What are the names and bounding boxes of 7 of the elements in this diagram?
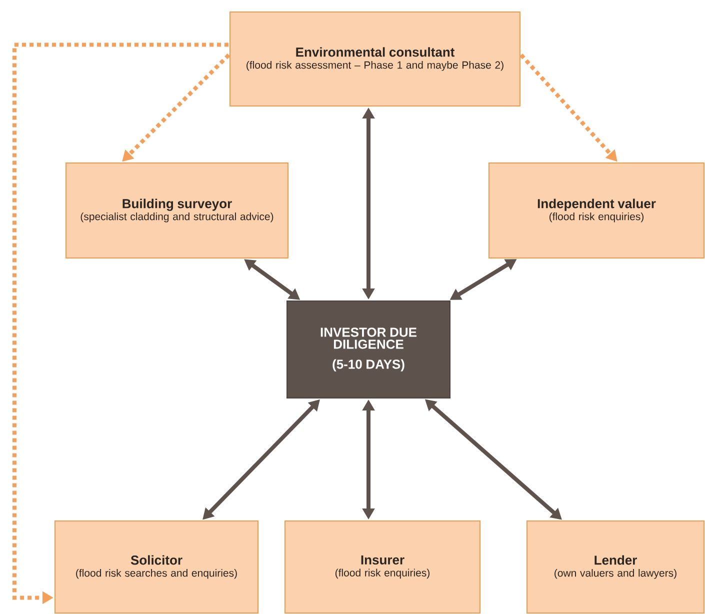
role-box: Lender (own valuers and lawyers) <box>526 520 704 614</box>
role-box: Independent valuer (flood risk enquiries) <box>488 162 704 258</box>
role-box: Insurer (flood risk enquiries) <box>284 520 480 614</box>
role-box: Environmental consultant (flood risk assessment – Phase 1 and maybe Phase 2) <box>230 12 520 106</box>
center-box: INVESTOR DUE DILIGENCE (5-10 DAYS) <box>286 300 450 398</box>
role-box: Building surveyor (specialist cladding and structural advice) <box>66 162 288 258</box>
role-box: Solicitor (flood risk searches and enquiries) <box>54 520 258 614</box>
